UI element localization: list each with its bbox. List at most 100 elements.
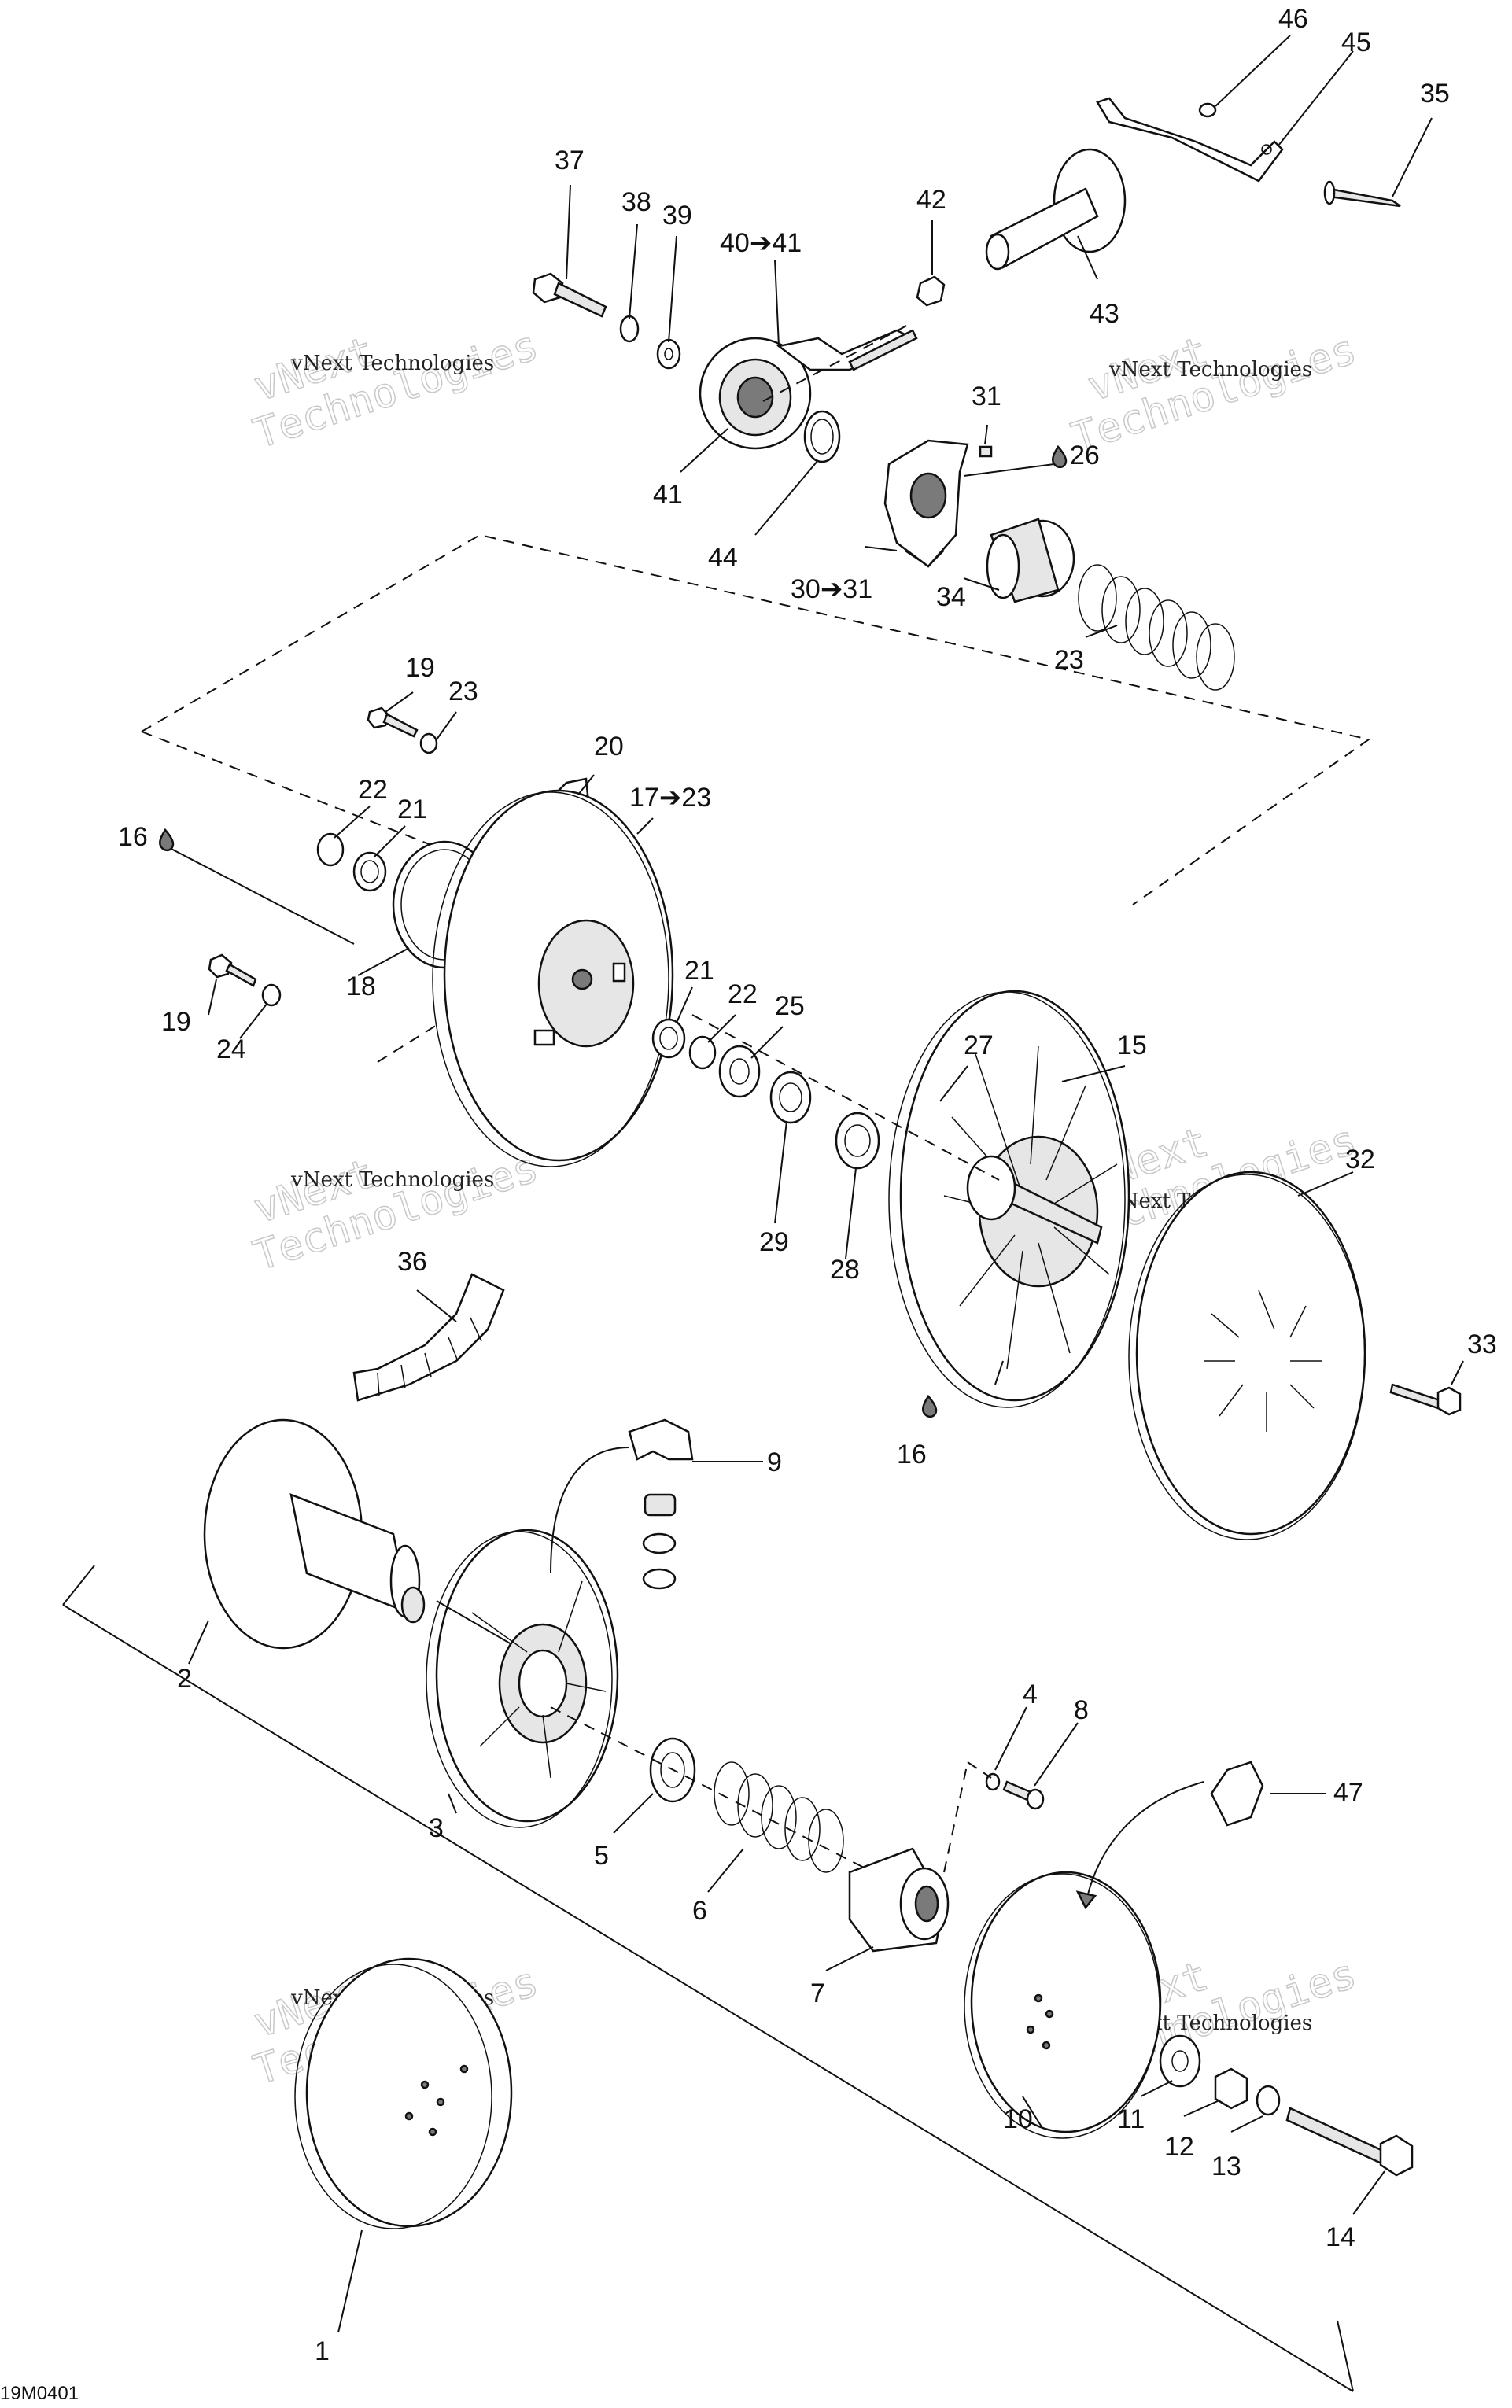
callout-21-upper: 21 — [397, 795, 427, 824]
callout-28: 28 — [830, 1255, 860, 1285]
part-14-bolt — [1285, 2107, 1414, 2177]
part-11-washer — [1159, 2034, 1201, 2088]
drawing-code: 19M0401 — [0, 2383, 79, 2404]
part-2-sheave — [203, 1418, 426, 1650]
callout-4: 4 — [1023, 1680, 1038, 1709]
part-1-cover — [294, 1957, 513, 2229]
callout-15: 15 — [1117, 1031, 1147, 1060]
callout-32: 32 — [1345, 1145, 1375, 1174]
svg-text:vNext Technologies: vNext Technologies — [1108, 358, 1312, 382]
part-35-pin — [1323, 180, 1401, 208]
part-17-23-sheave — [432, 789, 674, 1167]
callout-6: 6 — [692, 1896, 707, 1926]
part-29-washer — [769, 1071, 812, 1124]
part-12-nut — [1214, 2067, 1248, 2110]
callout-37: 37 — [555, 146, 585, 175]
callout-27: 27 — [964, 1031, 994, 1060]
callout-labels: 46 45 35 37 38 39 40➔41 42 43 41 44 31 2… — [118, 4, 1497, 2366]
part-39-washer — [656, 338, 681, 370]
callout-30-31: 30➔31 — [791, 574, 872, 604]
part-19-bolt-lower — [208, 953, 257, 987]
svg-text:vNext Technologies: vNext Technologies — [290, 1168, 494, 1192]
part-23-washer-lower — [261, 983, 282, 1007]
part-33-bolt — [1389, 1383, 1462, 1416]
oil-drop-icon — [1051, 444, 1068, 469]
part-3-sheave — [426, 1529, 619, 1828]
svg-text:vNext Technologies: vNext Technologies — [290, 352, 494, 375]
part-7-spider — [848, 1847, 950, 1953]
part-4-washer — [985, 1772, 1001, 1791]
part-44-ring — [803, 410, 841, 463]
watermark-top-right: vNext Technologies vNext Technologies — [1066, 325, 1363, 463]
callout-43: 43 — [1090, 299, 1119, 329]
callout-19-lower: 19 — [161, 1007, 191, 1037]
watermark-mid-left: vNext Technologies vNext Technologies — [248, 1143, 544, 1281]
callout-14: 14 — [1326, 2222, 1355, 2252]
callout-18: 18 — [346, 972, 376, 1001]
part-31-slider — [979, 445, 993, 458]
callout-21-lower: 21 — [684, 956, 714, 986]
lower-assembly-boundary — [62, 1565, 1354, 2392]
part-9-slider-kit — [628, 1418, 694, 1590]
callout-5: 5 — [594, 1841, 609, 1871]
callout-9: 9 — [767, 1447, 782, 1477]
part-23-washer-upper — [419, 732, 438, 754]
leader-lines — [164, 35, 1464, 2333]
callout-22-lower: 22 — [728, 979, 758, 1009]
part-32-plate — [1128, 1171, 1366, 1540]
callout-39: 39 — [662, 201, 692, 230]
callout-45: 45 — [1341, 28, 1371, 57]
callout-38: 38 — [621, 187, 651, 217]
callout-7: 7 — [810, 1978, 825, 2008]
callout-23-upper: 23 — [448, 677, 478, 706]
part-42-nut — [916, 275, 946, 307]
callout-35: 35 — [1420, 79, 1450, 109]
part-24-spring — [1078, 564, 1235, 691]
part-22-ring-upper — [316, 832, 345, 867]
part-43-sleeve — [985, 148, 1127, 271]
callout-8: 8 — [1074, 1695, 1089, 1725]
part-45-bracket — [1096, 97, 1284, 183]
part-47-segment — [1210, 1761, 1264, 1827]
part-6-spring — [714, 1761, 844, 1873]
callout-31: 31 — [972, 382, 1001, 411]
callout-34: 34 — [936, 582, 966, 612]
callout-20: 20 — [594, 732, 624, 761]
callout-22-upper: 22 — [358, 775, 388, 805]
callout-46: 46 — [1278, 4, 1308, 34]
part-28-washer — [835, 1112, 880, 1170]
callout-1: 1 — [315, 2336, 330, 2366]
callout-12: 12 — [1164, 2132, 1194, 2162]
part-25-washer — [718, 1045, 761, 1098]
part-34-bushing — [986, 518, 1075, 603]
callout-13: 13 — [1211, 2152, 1241, 2181]
callout-25: 25 — [775, 991, 805, 1021]
part-19-bolt-upper — [367, 706, 419, 738]
callout-33: 33 — [1467, 1329, 1497, 1359]
callout-23-lower: 24 — [216, 1034, 246, 1064]
callout-2: 2 — [177, 1664, 192, 1694]
callout-26: 26 — [1070, 441, 1100, 470]
part-36-belt-segment — [352, 1273, 505, 1402]
part-21-bushing-lower — [651, 1018, 686, 1059]
callout-36: 36 — [397, 1247, 427, 1277]
part-38-washer — [619, 315, 640, 343]
part-15-sheave — [888, 990, 1130, 1408]
callout-3: 3 — [429, 1813, 444, 1843]
callout-24: 23 — [1054, 645, 1084, 675]
callout-17-23: 17➔23 — [629, 783, 711, 813]
part-22-ring-lower — [688, 1035, 717, 1070]
part-46-washer — [1198, 102, 1217, 118]
callout-11: 11 — [1117, 2104, 1145, 2134]
oil-drop-icon — [158, 828, 175, 852]
callout-42: 42 — [916, 185, 946, 215]
part-21-bushing-upper — [352, 851, 387, 892]
part-40-41-bearing-housing — [699, 329, 918, 450]
oil-drop-icons — [158, 444, 1068, 1418]
part-30-31-cam — [883, 439, 969, 568]
watermark-top-left: vNext Technologies vNext Technologies — [248, 321, 544, 459]
callout-29: 29 — [759, 1227, 789, 1257]
part-37-bolt — [532, 272, 607, 318]
callout-40-41: 40➔41 — [720, 228, 802, 258]
